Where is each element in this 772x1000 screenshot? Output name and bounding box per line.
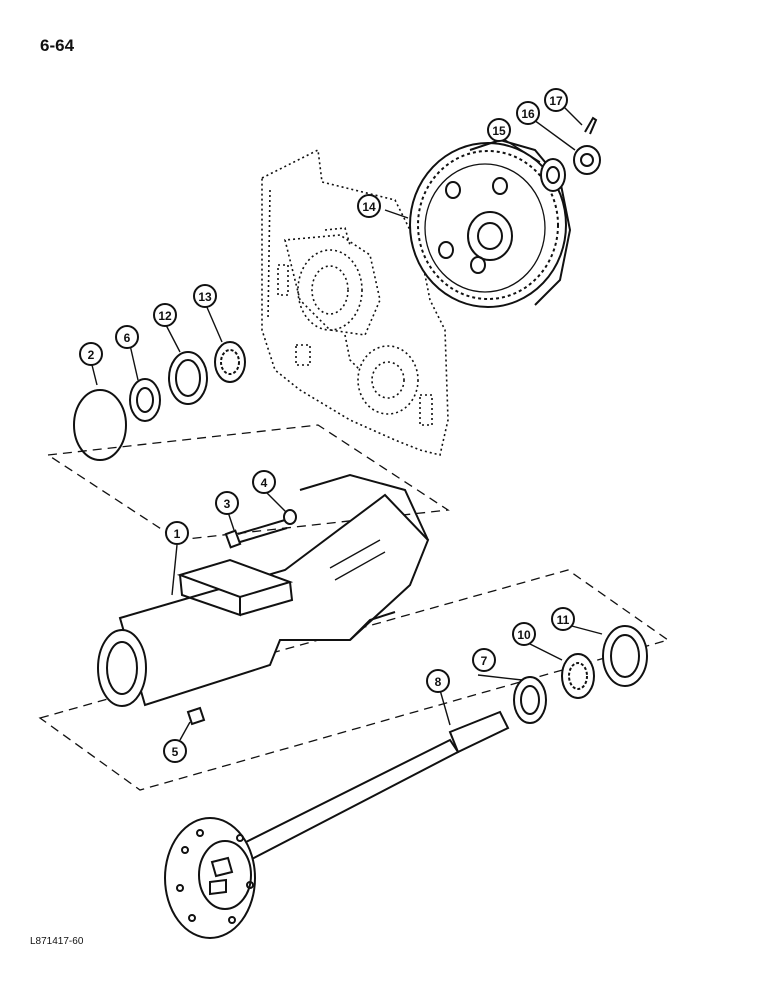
callout-5: 5: [163, 739, 187, 763]
callout-12: 12: [153, 303, 177, 327]
assembly-plane-upper: [46, 424, 450, 541]
svg-text:3: 3: [224, 497, 231, 511]
svg-text:17: 17: [549, 94, 563, 108]
callout-8: 8: [426, 669, 450, 693]
bearing-cone-lower: [561, 653, 595, 699]
callout-15: 15: [487, 118, 511, 142]
callout-11: 11: [551, 607, 575, 631]
oil-seal-upper: [129, 378, 161, 422]
callout-1: 1: [165, 521, 189, 545]
svg-text:6: 6: [124, 331, 131, 345]
assembly-plane-lower: [38, 569, 670, 791]
svg-text:11: 11: [557, 613, 570, 627]
callout-7: 7: [472, 648, 496, 672]
castle-nut: [573, 145, 601, 175]
svg-text:12: 12: [158, 309, 172, 323]
bearing-cup-lower: [602, 625, 648, 687]
leader-lines: [91, 104, 603, 741]
page-number: 6-64: [40, 36, 75, 55]
callout-6: 6: [115, 325, 139, 349]
svg-text:14: 14: [362, 200, 376, 214]
oil-seal-lower: [513, 676, 547, 724]
svg-text:8: 8: [435, 675, 442, 689]
callout-16: 16: [516, 101, 540, 125]
svg-text:1: 1: [174, 527, 181, 541]
transmission-housing-outline: [261, 148, 449, 456]
cotter-pin: [584, 116, 598, 135]
callout-4: 4: [252, 470, 276, 494]
bearing-cone: [540, 158, 566, 192]
o-ring: [73, 389, 127, 461]
svg-text:7: 7: [481, 654, 488, 668]
large-gear: [409, 138, 572, 308]
callout-14: 14: [357, 194, 381, 218]
axle-shaft: [164, 710, 510, 939]
svg-text:4: 4: [261, 476, 268, 490]
grease-fitting: [186, 706, 206, 726]
figure-code: L871417-60: [30, 936, 84, 947]
svg-text:15: 15: [492, 124, 506, 138]
svg-text:10: 10: [517, 628, 531, 642]
svg-text:16: 16: [521, 107, 535, 121]
bearing-cup-upper: [168, 351, 208, 405]
callout-17: 17: [544, 88, 568, 112]
axle-housing: [97, 473, 430, 707]
svg-text:13: 13: [198, 290, 212, 304]
lock-washer: [283, 509, 297, 525]
bolt: [224, 519, 288, 549]
callout-10: 10: [512, 622, 536, 646]
svg-text:5: 5: [172, 745, 179, 759]
callout-3: 3: [215, 491, 239, 515]
callout-2: 2: [79, 342, 103, 366]
bearing-cone-upper: [214, 341, 246, 383]
callout-13: 13: [193, 284, 217, 308]
svg-text:2: 2: [88, 348, 95, 362]
